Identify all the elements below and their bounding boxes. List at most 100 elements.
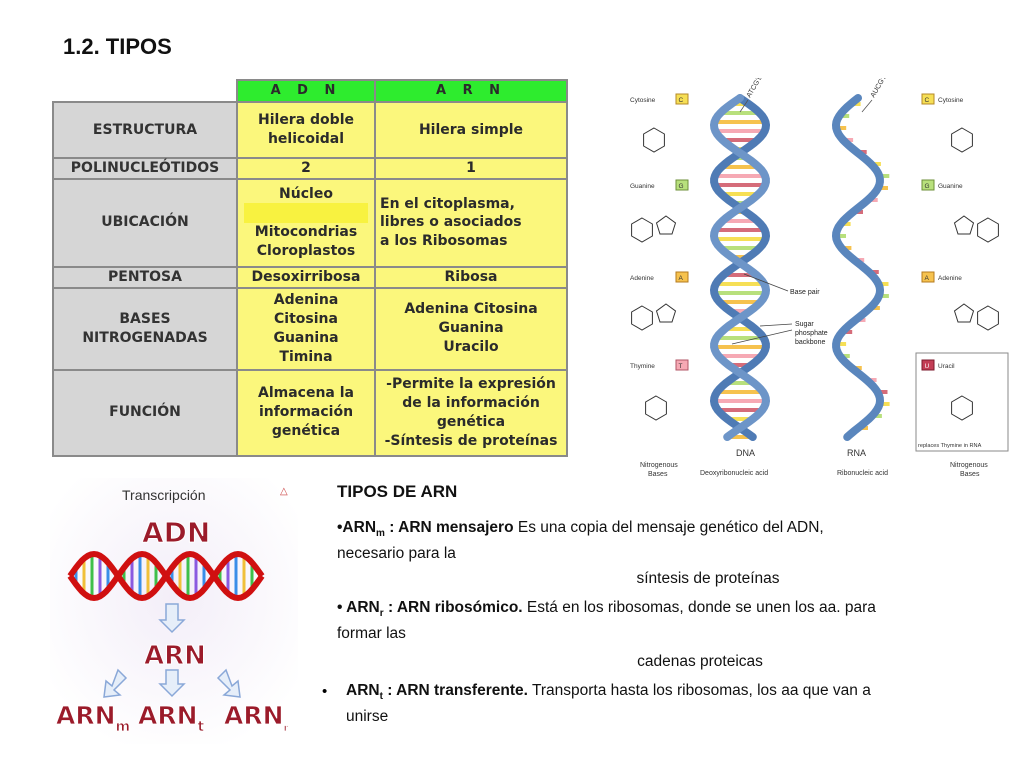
down-arrow-icon	[158, 603, 186, 634]
adenine-molecule-a	[631, 305, 653, 331]
left-letter-c: C	[679, 97, 684, 104]
left-base-labels: Cytosine C Guanine G Adenine A Thymine T	[630, 93, 689, 371]
row-label-pentosa: PENTOSA	[52, 265, 238, 289]
left-base-thymine: Thymine	[630, 363, 655, 370]
dna-subtitle: Deoxyribonucleic acid	[700, 470, 768, 477]
helix-callouts: Base pair Sugar phosphate backbone	[731, 273, 828, 346]
cell-line: Hilera simple	[418, 121, 524, 138]
arrow-to-arnr-icon	[216, 668, 241, 698]
cell-line: genética	[436, 413, 506, 430]
tipos-de-arn-title: TIPOS DE ARN	[337, 482, 458, 501]
cell-line: Citosina	[274, 310, 338, 327]
row-label-polinucleotidos: POLINUCLEÓTIDOS	[52, 157, 238, 180]
row-label-ubicacion: UBICACIÓN	[52, 177, 238, 268]
right-base-labels: C Cytosine G Guanine A Adenine U Uracil …	[915, 93, 1009, 452]
cell-line: 2	[301, 160, 311, 176]
replaces-thymine-note: replaces Thymine in RNA	[918, 443, 982, 449]
cell-line: 1	[466, 160, 476, 176]
left-foot-label-2: Bases	[648, 471, 668, 478]
left-base-adenine: Adenine	[630, 275, 654, 282]
right-letter-a: A	[925, 275, 930, 282]
cell-line: Adenina	[273, 292, 339, 308]
uracil-box	[915, 352, 1009, 452]
rna-subtitle: Ribonucleic acid	[837, 470, 888, 477]
rna-adenine-molecule-b	[954, 303, 974, 323]
cell-line: Mitocondrias	[254, 224, 358, 241]
arnr-label: ARNr	[224, 701, 289, 734]
rna-aucg-tag: AUCG's	[870, 78, 889, 99]
cell-line: -Síntesis de proteínas	[384, 432, 558, 449]
table-row-pentosa: PENTOSA Desoxirribosa Ribosa	[52, 265, 568, 289]
table-corner-cell	[52, 79, 238, 103]
uracil-molecule	[951, 395, 973, 421]
cell-line: FUNCIÓN	[109, 404, 181, 421]
rna-guanine-molecule-a	[977, 217, 999, 243]
right-molecule-structures	[951, 127, 999, 421]
adenine-molecule-b	[656, 303, 676, 323]
arnr-description: • ARNr : ARN ribosómico. Está en los rib…	[337, 598, 977, 644]
row-label-estructura: ESTRUCTURA	[52, 101, 238, 159]
cell-line: libres o asociados	[380, 214, 522, 231]
transcription-title: Transcripción	[122, 487, 206, 503]
left-letter-a: A	[679, 275, 684, 282]
arnm-text-line2: necesario para la	[337, 545, 456, 563]
left-base-guanine: Guanine	[630, 183, 655, 190]
cell-line: genética	[271, 423, 341, 440]
dna-atcg-tag: ATCG's	[746, 78, 764, 99]
right-base-uracil: Uracil	[938, 363, 955, 370]
slide-title: 1.2. TIPOS	[63, 34, 172, 59]
table-row-polinucleotidos: POLINUCLEÓTIDOS 2 1	[52, 157, 568, 180]
cell-line: ESTRUCTURA	[92, 121, 198, 138]
cell-line: Timina	[279, 348, 333, 365]
adn-cell-polinucleotidos: 2	[236, 157, 376, 180]
rna-cytosine-molecule	[951, 127, 973, 153]
adn-heading: ADN	[142, 516, 210, 549]
arnt-description: ARNt : ARN transferente. Transporta hast…	[346, 681, 986, 727]
cell-line: -Permite la expresión	[386, 376, 556, 392]
right-letter-g: G	[925, 183, 930, 190]
cell-line: Desoxirribosa	[251, 268, 361, 285]
arnt-bullet: •	[322, 683, 328, 700]
arnm-label: ARNm	[56, 701, 130, 735]
left-molecule-structures	[631, 127, 676, 421]
dna-double-helix	[709, 94, 771, 441]
left-letter-t: T	[679, 363, 683, 370]
right-foot-label-1: Nitrogenous	[950, 462, 988, 469]
cell-line: Ribosa	[444, 268, 498, 285]
guanine-molecule-b	[656, 215, 676, 235]
right-base-adenine: Adenine	[938, 275, 962, 282]
cytosine-molecule	[643, 127, 665, 153]
arnt-text: Transporta hasta los ribosomas, los aa q…	[527, 682, 871, 699]
cell-line: Guanina	[438, 320, 504, 337]
arnt-text-line2: unirse	[346, 708, 389, 726]
cell-line: PENTOSA	[108, 268, 182, 285]
arnr-text-line2: formar las	[337, 625, 406, 643]
arnt-label: ARNt	[138, 701, 205, 735]
cell-line: información	[258, 404, 354, 421]
guanine-molecule-a	[631, 217, 653, 243]
rna-adenine-molecule-a	[977, 305, 999, 331]
right-base-guanine: Guanine	[938, 183, 963, 190]
cell-line: Uracilo	[443, 339, 499, 356]
dna-label: DNA	[736, 448, 755, 458]
arnr-text: Está en los ribosomas, donde se unen los…	[522, 599, 876, 616]
cell-line: de la información	[402, 394, 540, 411]
right-letter-u: U	[925, 363, 930, 370]
arnr-term: • ARNr : ARN ribosómico.	[337, 599, 523, 620]
arn-cell-pentosa: Ribosa	[374, 265, 568, 289]
right-base-cytosine: Cytosine	[938, 97, 964, 104]
red-dna-helix	[67, 550, 265, 602]
arnm-description: •ARNm : ARN mensajero Es una copia del m…	[337, 518, 977, 564]
adn-cell-pentosa: Desoxirribosa	[236, 265, 376, 289]
helix-footer-labels: DNA Deoxyribonucleic acid RNA Ribonuclei…	[640, 448, 988, 478]
dna-rna-helix-illustration: Cytosine C Guanine G Adenine A Thymine T…	[630, 78, 1009, 478]
right-foot-label-2: Bases	[960, 471, 980, 478]
cell-line: BASES	[119, 310, 171, 327]
